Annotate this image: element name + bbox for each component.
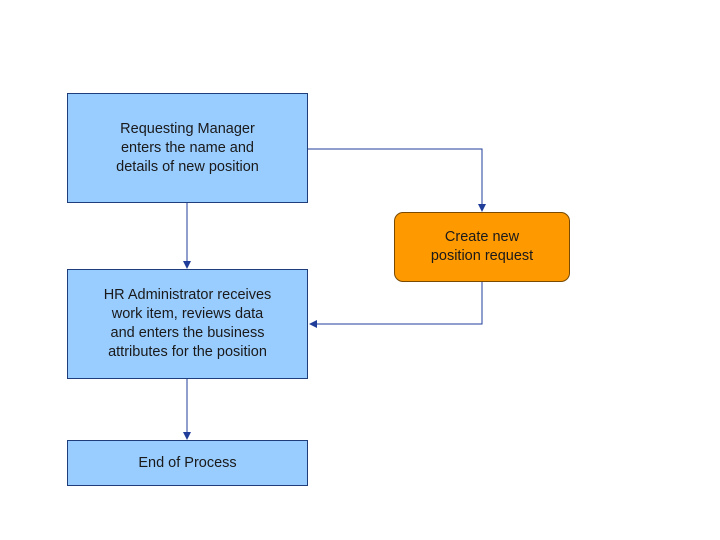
- node-end-of-process-label: End of Process: [138, 454, 237, 471]
- node-end-of-process: End of Process: [67, 440, 308, 486]
- connector-manager-to-request: [308, 148, 486, 212]
- node-requesting-manager-label: Requesting Manager enters the name and d…: [116, 120, 259, 175]
- node-hr-administrator-label: HR Administrator receives work item, rev…: [103, 287, 272, 360]
- node-requesting-manager: Requesting Manager enters the name and d…: [67, 93, 308, 203]
- node-create-request-label: Create new position request: [430, 229, 534, 264]
- node-create-request: Create new position request: [394, 212, 570, 282]
- connector-request-to-hr: [309, 282, 483, 328]
- node-hr-administrator: HR Administrator receives work item, rev…: [67, 269, 308, 379]
